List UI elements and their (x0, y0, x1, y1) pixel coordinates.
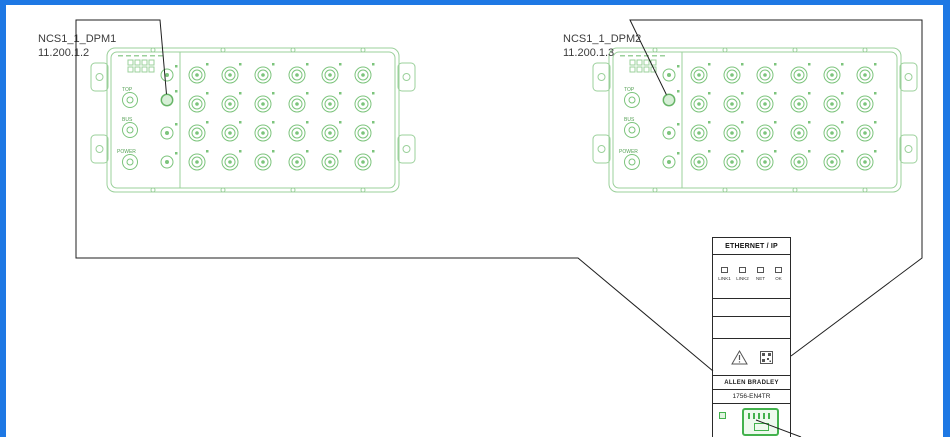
plc-blank-section (713, 317, 790, 339)
qr-code-icon (759, 350, 773, 364)
plc-brand-text: ALLEN BRADLEY (713, 376, 790, 390)
device-ncs1-dpm1: TOP BUS POWER (90, 45, 416, 195)
device1-label: NCS1_1_DPM1 11.200.1.2 (38, 32, 116, 60)
device1-name: NCS1_1_DPM1 (38, 33, 117, 45)
rj45-port-icon (742, 408, 779, 436)
port-status-icon (719, 412, 726, 419)
window-border-left (0, 0, 6, 437)
led-indicator-icon (775, 267, 782, 273)
led-ok: OK (771, 267, 786, 281)
dpm2-drawing (592, 45, 918, 195)
device2-label: NCS1_1_DPM2 11.200.1.3 (563, 32, 641, 60)
led-net: NET (753, 267, 768, 281)
dpm2-bus-label: BUS (624, 117, 635, 123)
led-indicator-icon (739, 267, 746, 273)
dpm1-bus-label: BUS (122, 117, 133, 123)
device1-ip: 11.200.1.2 (38, 47, 90, 59)
plc-header-text: ETHERNET / IP (725, 242, 778, 250)
led-link2: LINK2 (735, 267, 750, 281)
window-border-right (943, 0, 950, 437)
warning-icon (730, 349, 748, 364)
plc-status-leds: LINK1 LINK2 NET OK (713, 255, 790, 299)
plc-header: ETHERNET / IP (713, 238, 790, 255)
plc-model-text: 1756-EN4TR (713, 390, 790, 404)
window-border-top (0, 0, 950, 5)
dpm2-power-label: POWER (619, 149, 638, 155)
plc-certification-icons (713, 339, 790, 376)
led-link1: LINK1 (717, 267, 732, 281)
dpm2-top-label: TOP (624, 87, 635, 93)
plc-blank-section (713, 299, 790, 317)
device2-name: NCS1_1_DPM2 (563, 33, 642, 45)
device2-ip: 11.200.1.3 (563, 47, 615, 59)
plc-1756-en4tr: ETHERNET / IP LINK1 LINK2 NET OK (712, 237, 791, 437)
dpm1-drawing (90, 45, 416, 195)
dpm1-top-label: TOP (122, 87, 133, 93)
dpm1-power-label: POWER (117, 149, 136, 155)
led-indicator-icon (757, 267, 764, 273)
led-indicator-icon (721, 267, 728, 273)
plc-ethernet-port-section (713, 404, 790, 437)
device-ncs1-dpm2: TOP BUS POWER (592, 45, 918, 195)
